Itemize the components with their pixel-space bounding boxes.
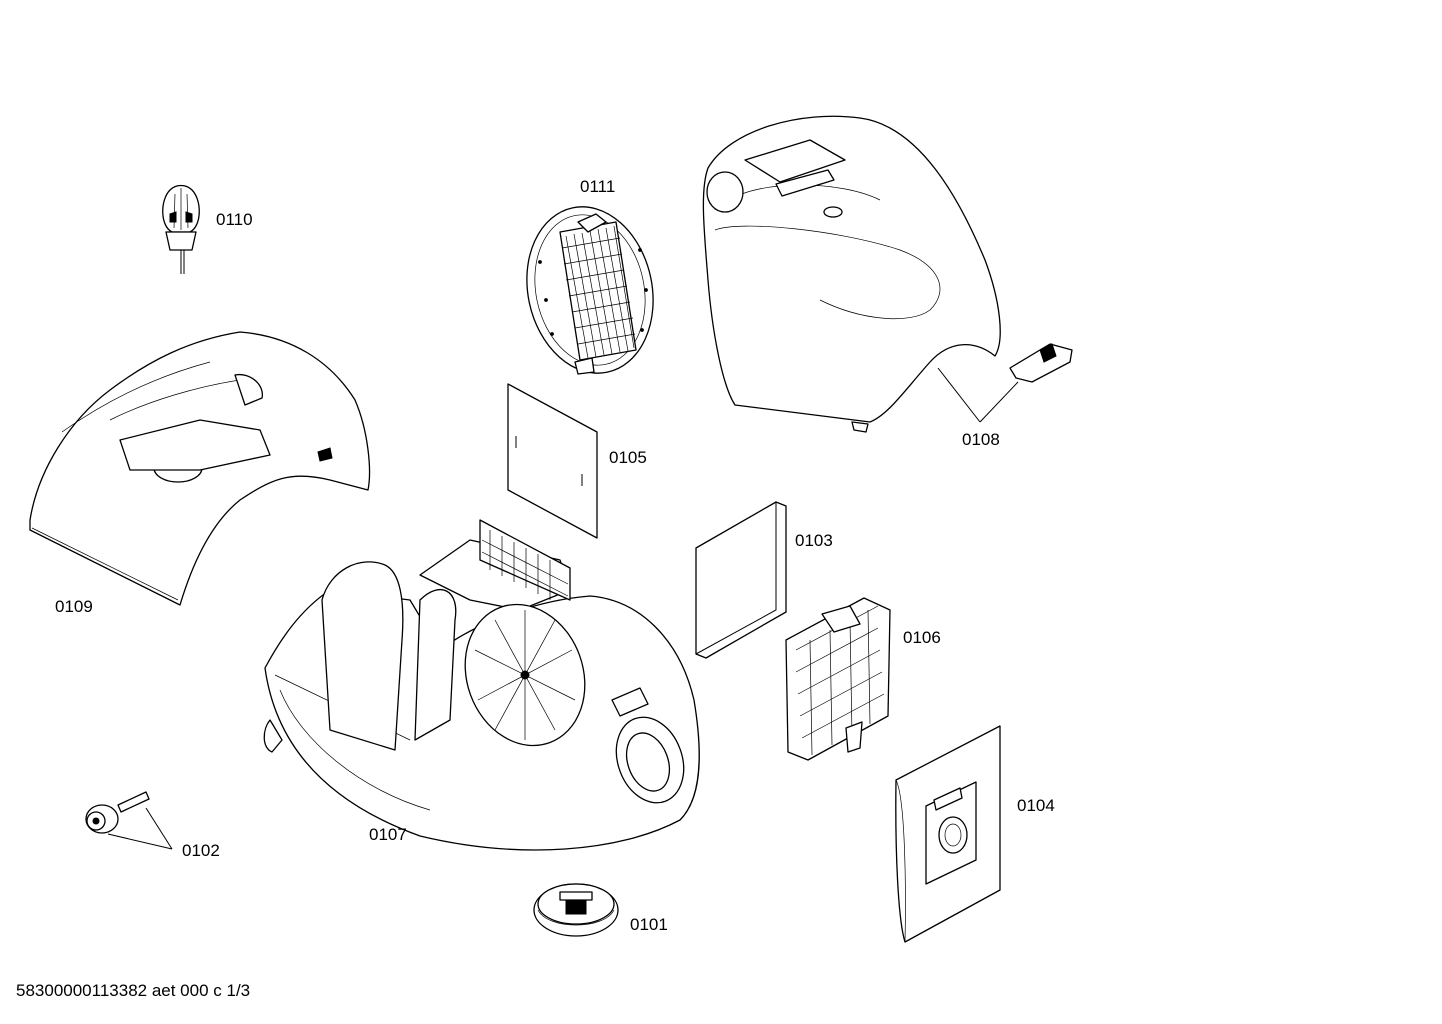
- part-label-0107: 0107: [369, 825, 407, 844]
- part-label-0111: 0111: [580, 177, 616, 196]
- filter-pad-icon[interactable]: [695, 501, 787, 659]
- dust-bag-icon[interactable]: [895, 725, 1001, 943]
- part-label-0101: 0101: [630, 915, 668, 934]
- document-code: 58300000113382 aet 000 c 1/3: [16, 981, 251, 1000]
- part-label-0105: 0105: [609, 448, 647, 467]
- round-filter-icon[interactable]: [512, 195, 668, 385]
- part-label-0102: 0102: [182, 841, 220, 860]
- filter-sheet-icon[interactable]: [507, 383, 598, 539]
- filter-frame-icon[interactable]: [785, 597, 891, 761]
- part-label-0106: 0106: [903, 628, 941, 647]
- wheel-axle-icon[interactable]: [85, 791, 173, 850]
- hood-cover-icon[interactable]: [29, 331, 371, 606]
- part-label-0108: 0108: [962, 430, 1000, 449]
- knob-icon[interactable]: [162, 184, 200, 275]
- part-label-0103: 0103: [795, 531, 833, 550]
- part-label-0104: 0104: [1017, 796, 1055, 815]
- housing-icon[interactable]: [263, 519, 700, 851]
- top-cover-icon[interactable]: [702, 115, 1073, 433]
- part-label-0110: 0110: [216, 210, 253, 229]
- castor-icon[interactable]: [533, 883, 619, 937]
- part-label-0109: 0109: [55, 597, 93, 616]
